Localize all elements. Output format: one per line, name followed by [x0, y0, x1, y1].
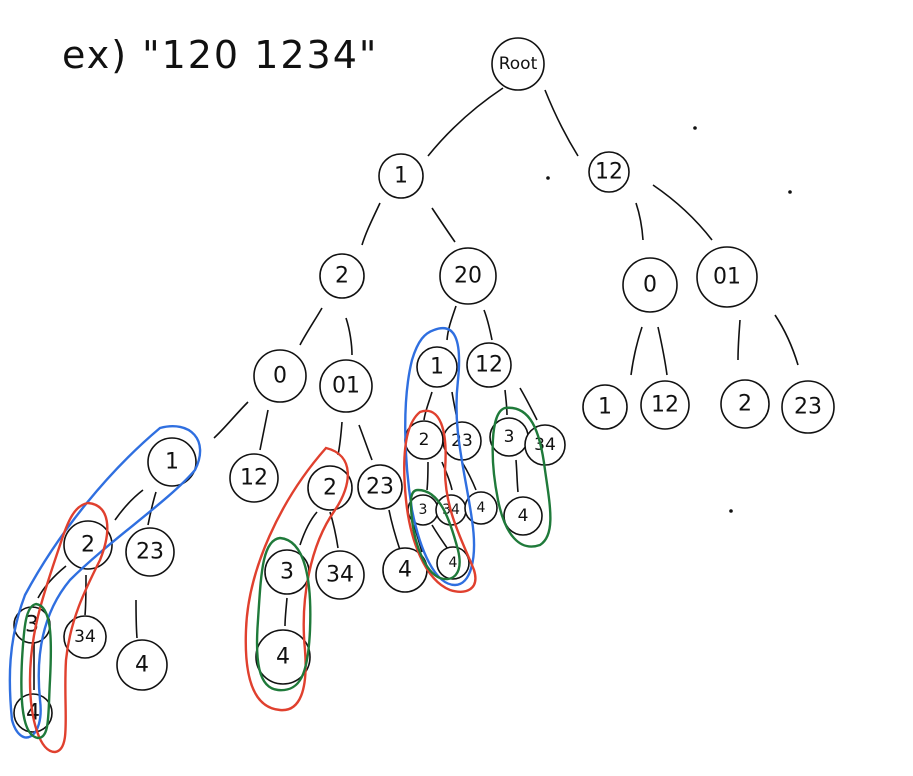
node-12-34-branch-d: 34	[524, 424, 566, 466]
svg-text:Root: Root	[499, 54, 538, 74]
node-2-34-branch-g: 34	[315, 550, 365, 600]
node-0-12-branch-a: 12	[229, 453, 279, 503]
node-3-4-branch-i: 4	[503, 496, 543, 536]
svg-text:2: 2	[335, 264, 349, 289]
highlight-red-paths	[28, 409, 477, 754]
example-title: ex) "120 1234"	[62, 33, 378, 77]
svg-text:4: 4	[518, 506, 529, 526]
highlight-green-paths	[20, 406, 552, 740]
node-1: 1	[378, 153, 424, 199]
svg-text:34: 34	[534, 435, 556, 455]
node-2-3-branch-g: 3	[264, 549, 310, 595]
node-23-4-branch-j: 4	[116, 639, 168, 691]
svg-text:01: 01	[713, 265, 741, 290]
node-0-1: 1	[582, 384, 628, 430]
svg-text:34: 34	[326, 563, 354, 588]
node-2-0: 0	[253, 349, 307, 403]
svg-text:34: 34	[74, 627, 96, 647]
svg-text:23: 23	[794, 395, 822, 420]
node-2-34-branch-j: 34	[63, 615, 107, 659]
svg-text:3: 3	[280, 560, 294, 585]
node-12-01: 01	[696, 246, 758, 308]
svg-text:01: 01	[332, 374, 360, 399]
node-3-4-branch-h-leaf: 4	[436, 546, 470, 580]
svg-text:12: 12	[595, 160, 623, 185]
svg-text:1: 1	[394, 164, 408, 189]
node-2-01: 01	[319, 359, 373, 413]
svg-text:23: 23	[451, 431, 473, 451]
svg-text:1: 1	[165, 450, 179, 475]
node-1-2: 2	[319, 253, 365, 299]
node-1-20: 20	[439, 247, 497, 305]
node-01-23: 23	[781, 380, 835, 434]
highlight-blue-paths	[8, 327, 476, 739]
svg-text:2: 2	[738, 392, 752, 417]
node-0-1-branch-a: 1	[147, 437, 197, 487]
node-23-4-branch-h: 4	[464, 491, 498, 525]
node-3-4-branch-g-leaf: 4	[255, 629, 311, 685]
svg-text:2: 2	[81, 533, 95, 558]
svg-text:3: 3	[504, 427, 515, 447]
svg-text:23: 23	[136, 540, 164, 565]
node-01-23-branch-b: 23	[357, 464, 403, 510]
svg-text:4: 4	[276, 645, 290, 670]
node-12: 12	[588, 151, 630, 193]
stray-dots	[546, 126, 792, 513]
svg-text:1: 1	[430, 355, 444, 380]
svg-text:0: 0	[643, 273, 657, 298]
node-20-12: 12	[466, 342, 512, 388]
root-node: Root	[491, 37, 545, 91]
svg-text:4: 4	[398, 558, 412, 583]
svg-text:12: 12	[475, 353, 503, 378]
node-1-23-branch-e: 23	[125, 527, 175, 577]
svg-text:2: 2	[323, 476, 337, 501]
svg-text:12: 12	[240, 466, 268, 491]
svg-text:3: 3	[419, 502, 428, 518]
svg-text:12: 12	[651, 393, 679, 418]
svg-text:4: 4	[135, 653, 149, 678]
node-20-1: 1	[416, 346, 458, 388]
svg-text:2: 2	[419, 430, 430, 450]
svg-text:20: 20	[454, 264, 482, 289]
node-0-12: 12	[640, 380, 690, 430]
tree-edges	[33, 87, 799, 690]
svg-text:4: 4	[449, 555, 458, 571]
node-23-4-branch-f: 4	[382, 547, 428, 593]
svg-text:1: 1	[598, 395, 612, 420]
node-12-0: 0	[622, 257, 678, 313]
node-12-3-branch-d: 3	[489, 417, 529, 457]
svg-text:23: 23	[366, 475, 394, 500]
svg-text:0: 0	[273, 364, 287, 389]
svg-text:4: 4	[477, 500, 486, 516]
node-01-2: 2	[720, 379, 770, 429]
